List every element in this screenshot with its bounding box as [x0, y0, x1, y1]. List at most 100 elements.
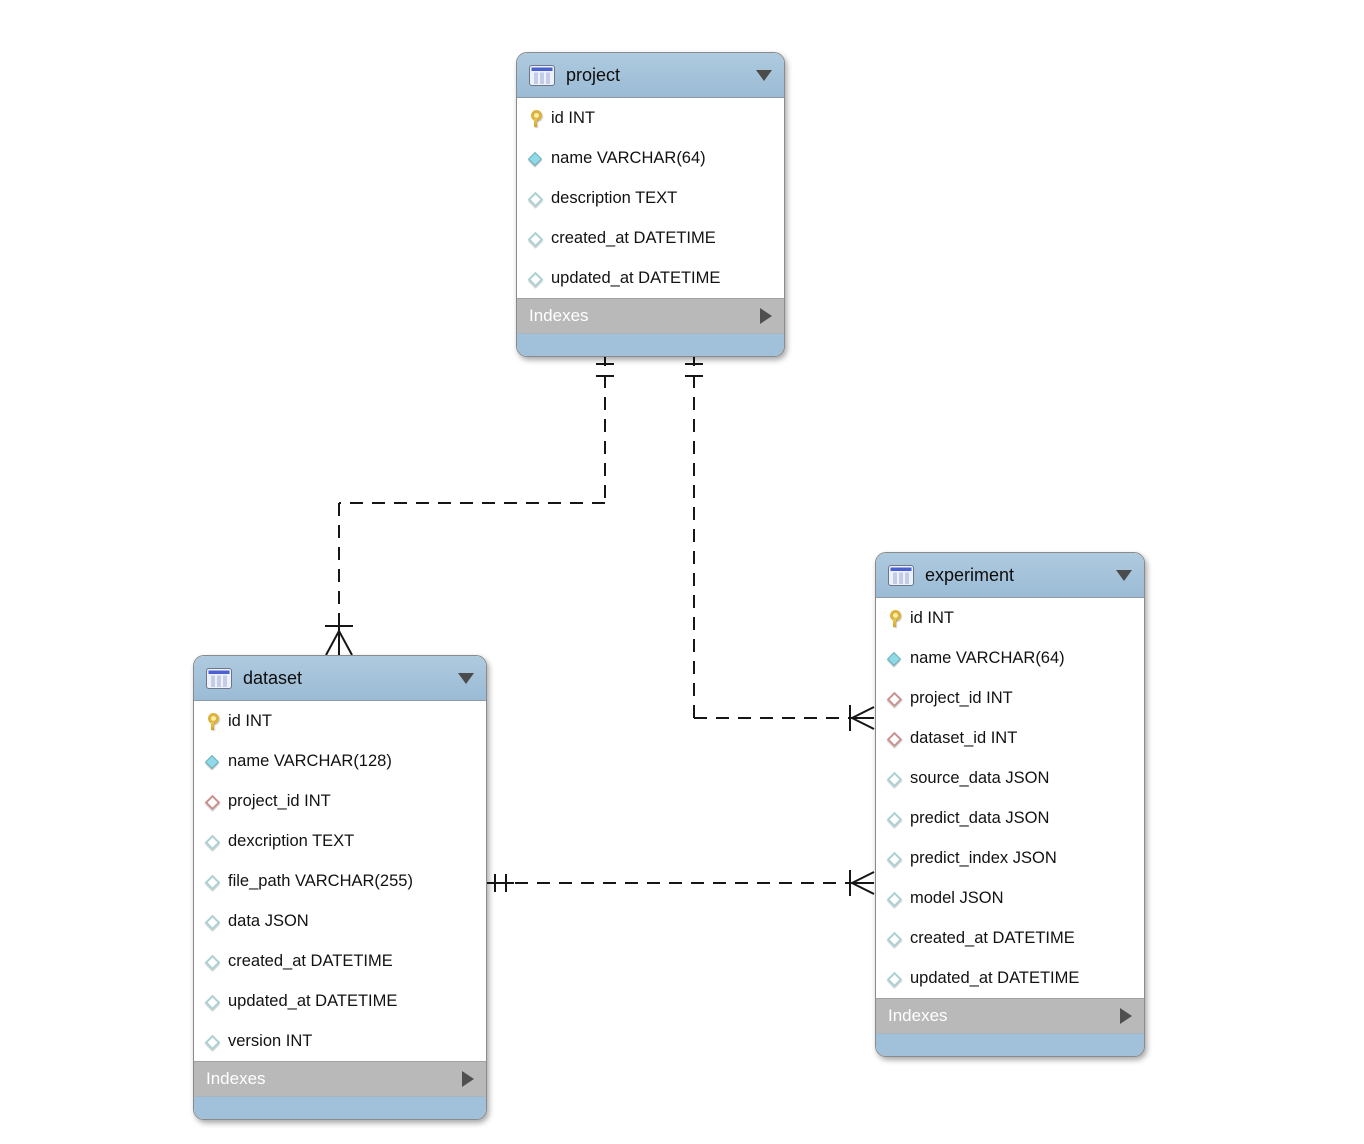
- table-column-row[interactable]: created_at DATETIME: [194, 941, 486, 981]
- table-header[interactable]: project: [517, 53, 784, 98]
- nullable-icon: [886, 850, 902, 867]
- table-card-dataset[interactable]: dataset id INT name VARCHAR(128) project…: [193, 655, 487, 1120]
- table-bottom-strip: [194, 1096, 486, 1119]
- column-label: updated_at DATETIME: [551, 268, 721, 287]
- table-column-row[interactable]: predict_index JSON: [876, 838, 1144, 878]
- table-bottom-strip: [876, 1033, 1144, 1056]
- table-column-row[interactable]: source_data JSON: [876, 758, 1144, 798]
- indexes-bar[interactable]: Indexes: [876, 998, 1144, 1033]
- table-columns: id INT name VARCHAR(64) description TEXT…: [517, 98, 784, 298]
- column-label: predict_data JSON: [910, 808, 1050, 827]
- primary-key-icon: [886, 609, 902, 627]
- collapse-triangle-icon[interactable]: [458, 672, 474, 684]
- table-column-row[interactable]: id INT: [194, 701, 486, 741]
- table-column-row[interactable]: id INT: [876, 598, 1144, 638]
- table-grid-icon: [888, 564, 914, 586]
- column-label: model JSON: [910, 888, 1004, 907]
- expand-triangle-icon[interactable]: [760, 308, 772, 324]
- column-label: description TEXT: [551, 188, 678, 207]
- nullable-icon: [886, 770, 902, 787]
- foreign-key-icon: [204, 793, 220, 810]
- table-columns: id INT name VARCHAR(128) project_id INT …: [194, 701, 486, 1061]
- nullable-icon: [886, 930, 902, 947]
- table-bottom-strip: [517, 333, 784, 356]
- table-column-row[interactable]: dataset_id INT: [876, 718, 1144, 758]
- table-title: dataset: [243, 667, 303, 688]
- column-label: created_at DATETIME: [551, 228, 716, 247]
- table-column-row[interactable]: file_path VARCHAR(255): [194, 861, 486, 901]
- table-column-row[interactable]: updated_at DATETIME: [876, 958, 1144, 998]
- table-column-row[interactable]: dexcription TEXT: [194, 821, 486, 861]
- table-card-experiment[interactable]: experiment id INT name VARCHAR(64) proje…: [875, 552, 1145, 1057]
- table-title: project: [566, 64, 621, 85]
- expand-triangle-icon[interactable]: [462, 1071, 474, 1087]
- column-label: dexcription TEXT: [228, 831, 355, 850]
- column-label: name VARCHAR(64): [910, 648, 1065, 667]
- table-column-row[interactable]: model JSON: [876, 878, 1144, 918]
- nullable-icon: [886, 890, 902, 907]
- indexes-bar[interactable]: Indexes: [194, 1061, 486, 1096]
- notnull-icon: [886, 650, 902, 667]
- indexes-label: Indexes: [529, 306, 589, 325]
- nullable-icon: [204, 993, 220, 1010]
- relationship-project-to-experiment[interactable]: [685, 353, 875, 731]
- table-column-row[interactable]: id INT: [517, 98, 784, 138]
- indexes-label: Indexes: [206, 1069, 266, 1088]
- table-column-row[interactable]: version INT: [194, 1021, 486, 1061]
- column-label: file_path VARCHAR(255): [228, 871, 413, 890]
- nullable-icon: [204, 873, 220, 890]
- column-label: version INT: [228, 1031, 313, 1050]
- nullable-icon: [204, 1033, 220, 1050]
- table-card-project[interactable]: project id INT name VARCHAR(64) descript…: [516, 52, 785, 357]
- nullable-icon: [527, 230, 543, 247]
- nullable-icon: [204, 833, 220, 850]
- column-label: name VARCHAR(128): [228, 751, 392, 770]
- foreign-key-icon: [886, 730, 902, 747]
- table-grid-icon: [206, 667, 232, 689]
- relationship-project-to-dataset[interactable]: [325, 353, 614, 656]
- nullable-icon: [527, 190, 543, 207]
- indexes-bar[interactable]: Indexes: [517, 298, 784, 333]
- column-label: created_at DATETIME: [228, 951, 393, 970]
- notnull-icon: [527, 150, 543, 167]
- primary-key-icon: [527, 109, 543, 127]
- collapse-triangle-icon[interactable]: [756, 69, 772, 81]
- table-header[interactable]: experiment: [876, 553, 1144, 598]
- column-label: data JSON: [228, 911, 309, 930]
- table-column-row[interactable]: predict_data JSON: [876, 798, 1144, 838]
- column-label: name VARCHAR(64): [551, 148, 706, 167]
- collapse-triangle-icon[interactable]: [1116, 569, 1132, 581]
- primary-key-icon: [204, 712, 220, 730]
- relationship-dataset-to-experiment[interactable]: [486, 870, 875, 896]
- column-label: dataset_id INT: [910, 728, 1018, 747]
- column-label: id INT: [228, 711, 273, 730]
- column-label: id INT: [551, 108, 596, 127]
- table-column-row[interactable]: created_at DATETIME: [876, 918, 1144, 958]
- table-column-row[interactable]: updated_at DATETIME: [517, 258, 784, 298]
- column-label: updated_at DATETIME: [910, 968, 1080, 987]
- nullable-icon: [204, 953, 220, 970]
- table-column-row[interactable]: name VARCHAR(64): [876, 638, 1144, 678]
- table-column-row[interactable]: data JSON: [194, 901, 486, 941]
- table-column-row[interactable]: description TEXT: [517, 178, 784, 218]
- table-column-row[interactable]: created_at DATETIME: [517, 218, 784, 258]
- column-label: source_data JSON: [910, 768, 1050, 787]
- foreign-key-icon: [886, 690, 902, 707]
- table-header[interactable]: dataset: [194, 656, 486, 701]
- expand-triangle-icon[interactable]: [1120, 1008, 1132, 1024]
- table-column-row[interactable]: project_id INT: [876, 678, 1144, 718]
- nullable-icon: [886, 810, 902, 827]
- table-columns: id INT name VARCHAR(64) project_id INT d…: [876, 598, 1144, 998]
- column-label: created_at DATETIME: [910, 928, 1075, 947]
- nullable-icon: [527, 270, 543, 287]
- table-column-row[interactable]: name VARCHAR(64): [517, 138, 784, 178]
- column-label: id INT: [910, 608, 955, 627]
- nullable-icon: [886, 970, 902, 987]
- table-column-row[interactable]: updated_at DATETIME: [194, 981, 486, 1021]
- column-label: project_id INT: [228, 791, 331, 810]
- table-title: experiment: [925, 564, 1015, 585]
- table-column-row[interactable]: project_id INT: [194, 781, 486, 821]
- table-column-row[interactable]: name VARCHAR(128): [194, 741, 486, 781]
